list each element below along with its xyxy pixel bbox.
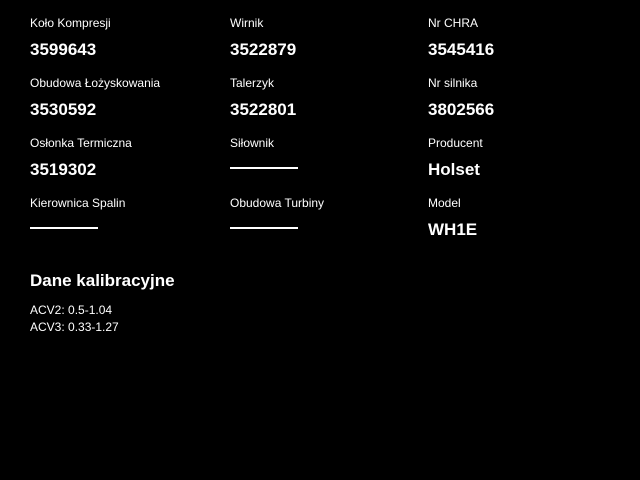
field-label: Nr silnika [428, 76, 478, 90]
field-talerzyk: Talerzyk 3522801 [230, 76, 425, 121]
calibration-title: Dane kalibracyjne [30, 271, 175, 290]
calibration-acv3: ACV3: 0.33-1.27 [30, 320, 119, 334]
field-value: 3522801 [230, 100, 297, 119]
field-value: 3522879 [230, 40, 297, 59]
parts-column-2: Wirnik 3522879 Talerzyk 3522801 Siłownik… [230, 16, 425, 256]
field-nr-silnika: Nr silnika 3802566 [428, 76, 623, 121]
field-kolo-kompresji: Koło Kompresji 3599643 [30, 16, 225, 61]
parts-column-1: Koło Kompresji 3599643 Obudowa Łożyskowa… [30, 16, 225, 256]
field-label: Obudowa Łożyskowania [30, 76, 161, 90]
field-value: 3545416 [428, 40, 495, 59]
calibration-section: Dane kalibracyjne ACV2: 0.5-1.04 ACV3: 0… [30, 270, 175, 336]
field-nr-chra: Nr CHRA 3545416 [428, 16, 623, 61]
field-label: Koło Kompresji [30, 16, 111, 30]
field-obudowa-lozyskowania: Obudowa Łożyskowania 3530592 [30, 76, 225, 121]
parts-column-3: Nr CHRA 3545416 Nr silnika 3802566 Produ… [428, 16, 623, 256]
field-label: Kierownica Spalin [30, 196, 126, 210]
field-value: 3530592 [30, 100, 97, 119]
field-kierownica-spalin: Kierownica Spalin [30, 196, 225, 241]
field-label: Model [428, 196, 461, 210]
field-label: Siłownik [230, 136, 275, 150]
field-obudowa-turbiny: Obudowa Turbiny [230, 196, 425, 241]
field-value: 3599643 [30, 40, 97, 59]
field-value: WH1E [428, 220, 478, 239]
field-label: Obudowa Turbiny [230, 196, 325, 210]
field-silownik: Siłownik [230, 136, 425, 181]
field-label: Nr CHRA [428, 16, 478, 30]
field-value: 3519302 [30, 160, 97, 179]
field-oslonka-termiczna: Osłonka Termiczna 3519302 [30, 136, 225, 181]
field-label: Talerzyk [230, 76, 275, 90]
empty-value-line [230, 227, 298, 229]
field-label: Producent [428, 136, 483, 150]
field-model: Model WH1E [428, 196, 623, 241]
field-wirnik: Wirnik 3522879 [230, 16, 425, 61]
field-producent: Producent Holset [428, 136, 623, 181]
field-label: Wirnik [230, 16, 264, 30]
empty-value-line [30, 227, 98, 229]
empty-value-line [230, 167, 298, 169]
calibration-acv2: ACV2: 0.5-1.04 [30, 303, 113, 317]
field-value: Holset [428, 160, 480, 179]
field-value: 3802566 [428, 100, 495, 119]
field-label: Osłonka Termiczna [30, 136, 132, 150]
